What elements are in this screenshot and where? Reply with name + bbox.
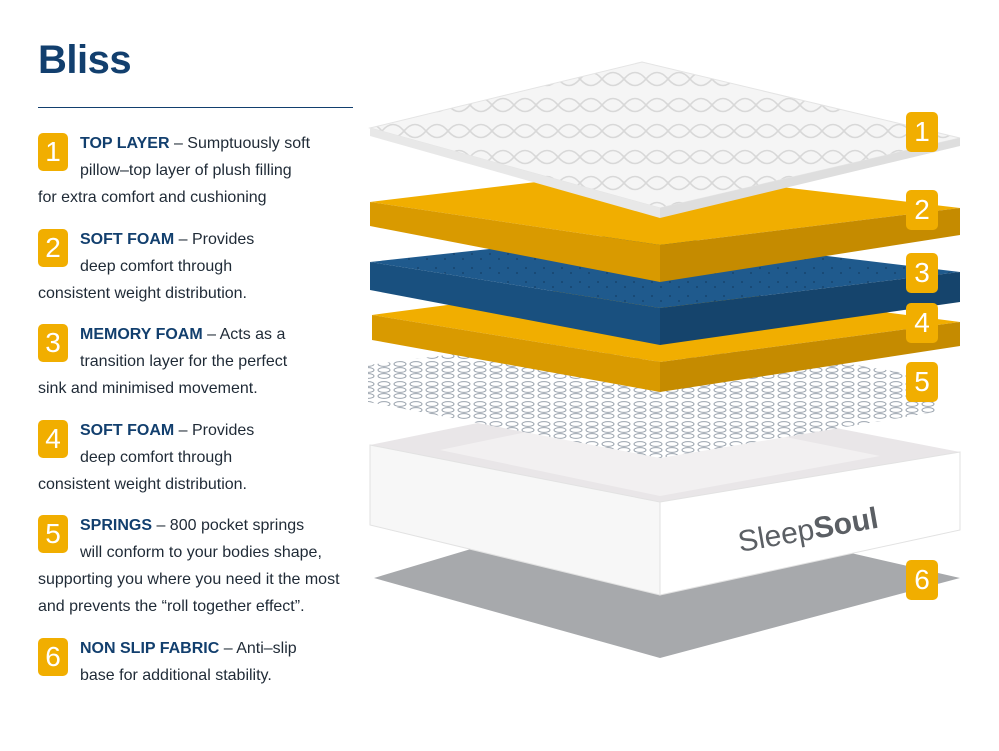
layer-number-badge: 5: [38, 515, 68, 553]
layer-heading: NON SLIP FABRIC: [80, 640, 220, 657]
layer-text: – Acts as a: [202, 326, 286, 343]
callout-1: 1: [906, 112, 938, 152]
layer-description-1: 1 TOP LAYER – Sumptuously soft pillow–to…: [38, 130, 368, 211]
layer-text: supporting you where you need it the mos…: [38, 571, 340, 588]
layer-text: pillow–top layer of plush filling: [80, 162, 292, 179]
layer-heading: SPRINGS: [80, 517, 153, 534]
title-divider: [38, 107, 353, 108]
layer-description-3: 3 MEMORY FOAM – Acts as a transition lay…: [38, 321, 368, 402]
layer-text: – Provides: [174, 231, 255, 248]
layer-text: deep comfort through: [80, 258, 233, 275]
layer-text: consistent weight distribution.: [38, 285, 247, 302]
layer-description-4: 4 SOFT FOAM – Provides deep comfort thro…: [38, 417, 368, 498]
layer-description-5: 5 SPRINGS – 800 pocket springs will conf…: [38, 512, 368, 620]
layer-text: – Sumptuously soft: [169, 135, 311, 152]
layer-description-6: 6 NON SLIP FABRIC – Anti–slip base for a…: [38, 635, 368, 689]
layer-text: transition layer for the perfect: [80, 353, 288, 370]
layer-text: – 800 pocket springs: [152, 517, 305, 534]
layer-text: deep comfort through: [80, 449, 233, 466]
layer-heading: SOFT FOAM: [80, 231, 175, 248]
callout-6: 6: [906, 560, 938, 600]
callout-2: 2: [906, 190, 938, 230]
layer-text: base for additional stability.: [80, 667, 272, 684]
layer-text: consistent weight distribution.: [38, 476, 247, 493]
mattress-exploded-illustration: SleepSoul: [368, 61, 961, 658]
layer-text: – Anti–slip: [219, 640, 297, 657]
layer-number-badge: 1: [38, 133, 68, 171]
callout-5: 5: [906, 362, 938, 402]
layer-number-badge: 6: [38, 638, 68, 676]
layer-number-badge: 3: [38, 324, 68, 362]
callout-3: 3: [906, 253, 938, 293]
callout-4: 4: [906, 303, 938, 343]
layer-number-badge: 2: [38, 229, 68, 267]
layer-text: – Provides: [174, 422, 255, 439]
layer-text: and prevents the “roll together effect”.: [38, 598, 305, 615]
layer-number-badge: 4: [38, 420, 68, 458]
layer-text: sink and minimised movement.: [38, 380, 258, 397]
layer-heading: SOFT FOAM: [80, 422, 175, 439]
page-title: Bliss: [38, 38, 132, 82]
layer-text: for extra comfort and cushioning: [38, 189, 267, 206]
layer-1-top-layer: [368, 61, 961, 218]
layer-text: will conform to your bodies shape,: [80, 544, 322, 561]
layer-heading: TOP LAYER: [80, 135, 170, 152]
layer-heading: MEMORY FOAM: [80, 326, 203, 343]
layer-description-2: 2 SOFT FOAM – Provides deep comfort thro…: [38, 226, 368, 307]
